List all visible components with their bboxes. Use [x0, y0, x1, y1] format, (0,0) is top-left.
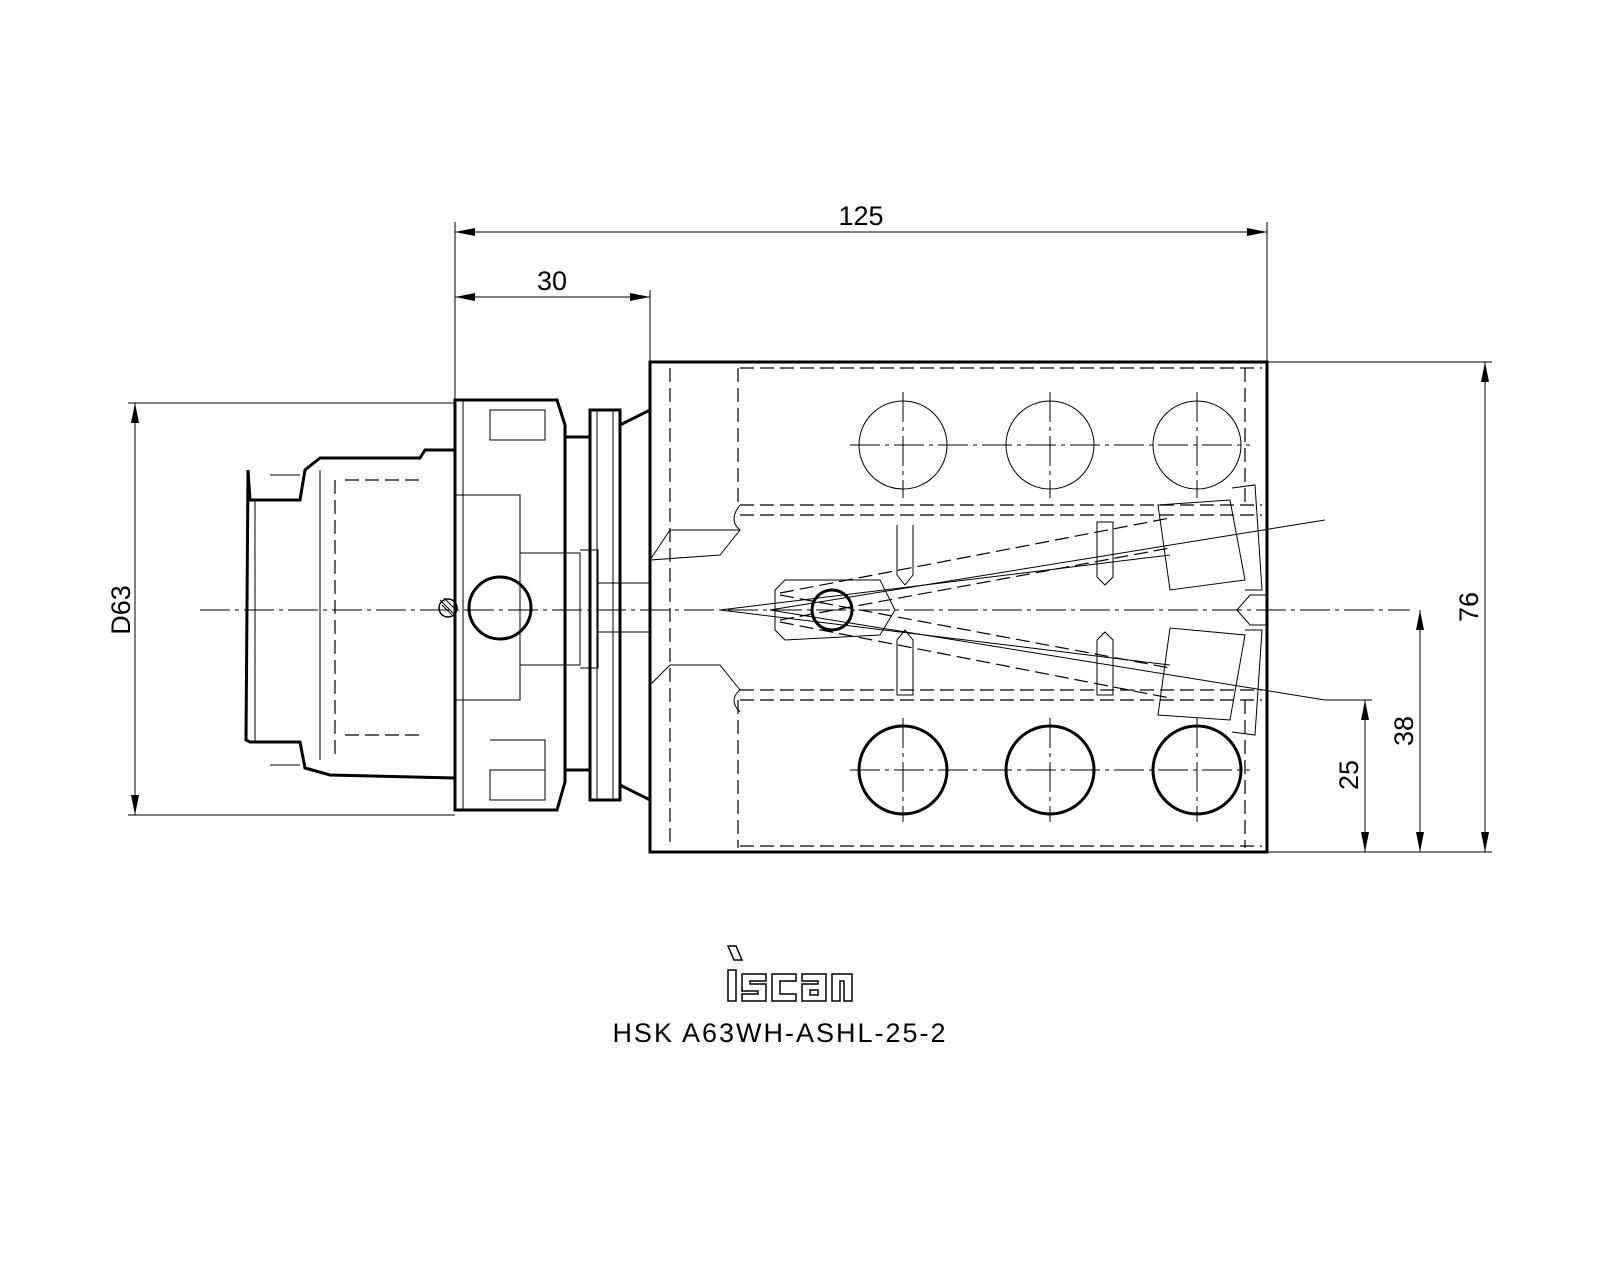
dim-shank-diameter: D63 — [106, 585, 136, 635]
dimension-lines — [128, 222, 1492, 853]
hsk-shank — [244, 448, 456, 780]
dim-overall-length: 125 — [838, 201, 883, 231]
internal-bore — [520, 549, 650, 669]
clamp-screws — [1157, 484, 1267, 736]
tool-body — [648, 360, 1269, 854]
dim-body-height: 76 — [1454, 592, 1484, 622]
dim-flange-length: 30 — [537, 266, 567, 296]
part-number: HSK A63WH-ASHL-25-2 — [612, 1018, 948, 1048]
bottom-screw-holes — [850, 718, 1250, 822]
flange — [453, 398, 567, 812]
locating-pins — [896, 521, 1114, 696]
coolant-hole — [467, 575, 533, 641]
dim-pocket-height: 25 — [1334, 760, 1364, 790]
iscar-logo — [726, 945, 853, 1002]
top-screw-holes — [850, 392, 1250, 498]
groove-ring — [565, 407, 652, 803]
key-slot — [438, 598, 458, 618]
dim-center-height: 38 — [1389, 716, 1419, 746]
